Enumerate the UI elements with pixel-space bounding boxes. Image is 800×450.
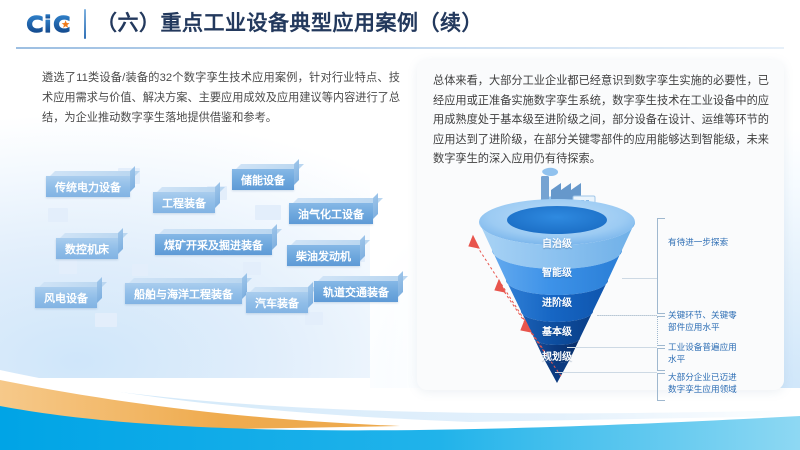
right-summary-paragraph: 总体来看，大部分工业企业都已经意识到数字孪生实施的必要性，已经应用或正准备实施数… xyxy=(433,75,769,165)
funnel-annotation: 大部分企业已迈进 数字孪生应用领域 xyxy=(668,372,737,394)
tag-chip[interactable]: 轨道交通装备 xyxy=(314,281,398,302)
header-divider xyxy=(84,9,86,39)
tag-chip[interactable]: 油气化工设备 xyxy=(289,203,373,224)
funnel-level-label: 智能级 xyxy=(542,268,572,279)
upward-growth-arrows xyxy=(468,234,562,377)
tag-chip[interactable]: 柴油发动机 xyxy=(287,245,360,266)
bracket-third xyxy=(657,348,665,371)
maturity-funnel: 自治级 智能级 进阶级 基本级 规划级 xyxy=(457,156,657,386)
left-summary-paragraph: 遴选了11类设备/装备的32个数字孪生技术应用案例，针对行业特点、技术应用需求与… xyxy=(42,72,401,124)
funnel-annotation: 有待进一步探索 xyxy=(668,237,729,247)
leader-line xyxy=(597,315,657,316)
decor-square xyxy=(48,208,68,222)
cic-logo xyxy=(22,10,78,38)
decor-square xyxy=(305,312,323,325)
funnel-level-label: 基本级 xyxy=(542,327,572,338)
tag-chip[interactable]: 风电设备 xyxy=(35,287,97,308)
bracket-top xyxy=(657,218,665,314)
decor-square xyxy=(132,264,148,276)
funnel-annotation: 工业设备普遍应用 水平 xyxy=(668,342,737,364)
slide-header: （六）重点工业设备典型应用案例（续） xyxy=(0,0,800,50)
leader-line xyxy=(567,347,657,348)
tag-chip[interactable]: 数控机床 xyxy=(56,238,118,259)
page-title: （六）重点工业设备典型应用案例（续） xyxy=(96,12,483,35)
decor-square xyxy=(243,262,261,275)
funnel-level-label: 进阶级 xyxy=(542,298,572,309)
tag-chip[interactable]: 工程装备 xyxy=(153,192,215,213)
funnel-level-label: 自治级 xyxy=(542,239,572,250)
funnel-level-label: 规划级 xyxy=(542,352,572,363)
header-rule xyxy=(16,47,784,49)
maturity-card: 总体来看，大部分工业企业都已经意识到数字孪生实施的必要性，已经应用或正准备实施数… xyxy=(417,60,784,401)
tag-chip[interactable]: 煤矿开采及掘进装备 xyxy=(155,234,272,255)
decor-square xyxy=(95,313,117,327)
bracket-fourth xyxy=(657,373,665,401)
leader-line xyxy=(555,372,657,373)
footer-wave-decoration xyxy=(0,370,800,450)
decor-square xyxy=(255,205,281,220)
tag-chip[interactable]: 传统电力设备 xyxy=(46,176,130,197)
leader-line xyxy=(622,278,657,279)
bracket-second xyxy=(657,316,665,346)
tag-chip[interactable]: 储能设备 xyxy=(232,169,294,190)
tag-chip[interactable]: 船舶与海洋工程装备 xyxy=(125,283,242,304)
star-icon xyxy=(61,20,70,28)
decor-square xyxy=(59,260,77,274)
funnel-annotation: 关键环节、关键零 部件应用水平 xyxy=(668,310,737,332)
tag-chip[interactable]: 汽车装备 xyxy=(246,292,308,313)
